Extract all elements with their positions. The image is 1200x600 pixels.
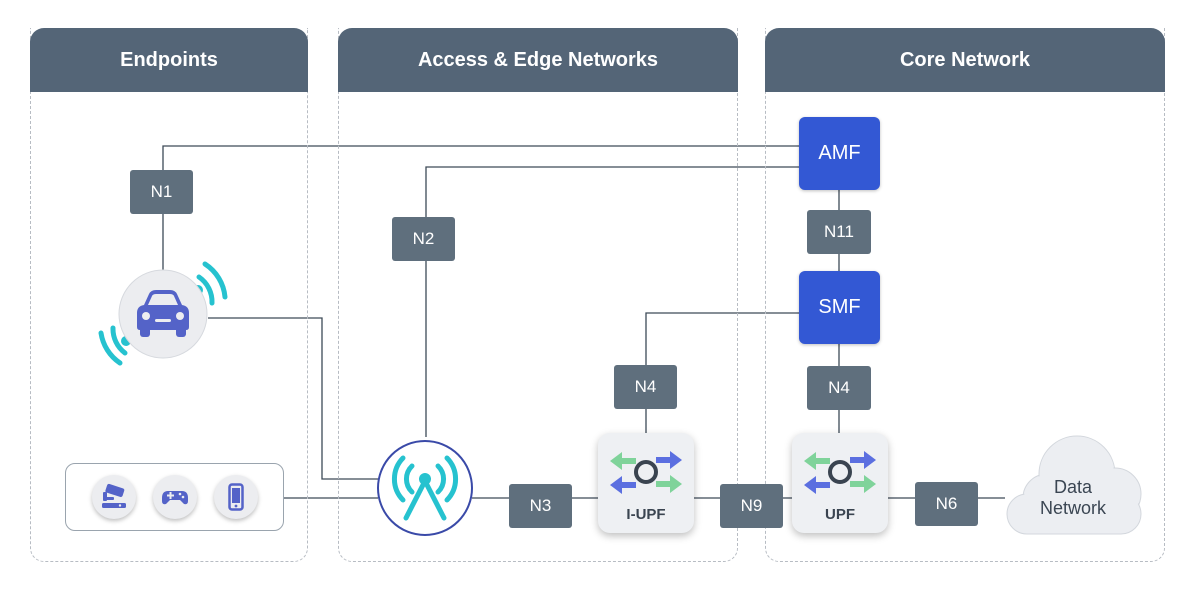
- wire-car-ran: [208, 317, 378, 480]
- security-camera-device: [92, 475, 136, 519]
- antenna-tower-icon: [391, 455, 459, 521]
- data-network-line2: Network: [1039, 498, 1106, 518]
- router-arrows-icon: [610, 451, 682, 494]
- upf-label: UPF: [825, 506, 855, 523]
- core-network-header: Core Network: [765, 28, 1165, 92]
- data-network-line1: Data: [1053, 477, 1093, 497]
- endpoints-header: Endpoints: [30, 28, 308, 92]
- access-edge-header: Access & Edge Networks: [338, 28, 738, 92]
- interface-n4-edge: N4: [614, 365, 677, 409]
- interface-n2: N2: [392, 217, 455, 261]
- access-edge-panel: Access & Edge Networks: [338, 28, 738, 562]
- interface-n3: N3: [509, 484, 572, 528]
- car-node: [98, 261, 228, 366]
- smartphone-device: [214, 475, 258, 519]
- interface-n1: N1: [130, 170, 193, 214]
- interface-n9: N9: [720, 484, 783, 528]
- data-network-label: Data Network: [1003, 477, 1143, 519]
- router-arrows-icon: [804, 451, 876, 494]
- wireless-signal-icon: [98, 261, 228, 366]
- i-upf-node: I-UPF: [598, 433, 694, 533]
- smartphone-icon: [228, 483, 244, 511]
- interface-n11: N11: [807, 210, 871, 254]
- device-group: [65, 463, 284, 531]
- security-camera-icon: [102, 483, 126, 508]
- i-upf-label: I-UPF: [626, 506, 666, 523]
- interface-n4-core: N4: [807, 366, 871, 410]
- smf-node: SMF: [799, 271, 880, 344]
- core-network-panel: Core Network: [765, 28, 1165, 562]
- interface-n6: N6: [915, 482, 978, 526]
- amf-node: AMF: [799, 117, 880, 190]
- wire-n1: [162, 145, 800, 272]
- wire-n2: [425, 166, 800, 437]
- upf-node: UPF: [792, 433, 888, 533]
- radio-access-node: [377, 440, 473, 536]
- endpoints-panel: Endpoints: [30, 28, 308, 562]
- gamepad-icon: [162, 491, 188, 505]
- gamepad-device: [153, 475, 197, 519]
- car-icon: [137, 290, 189, 337]
- cloud-icon: [1006, 435, 1142, 535]
